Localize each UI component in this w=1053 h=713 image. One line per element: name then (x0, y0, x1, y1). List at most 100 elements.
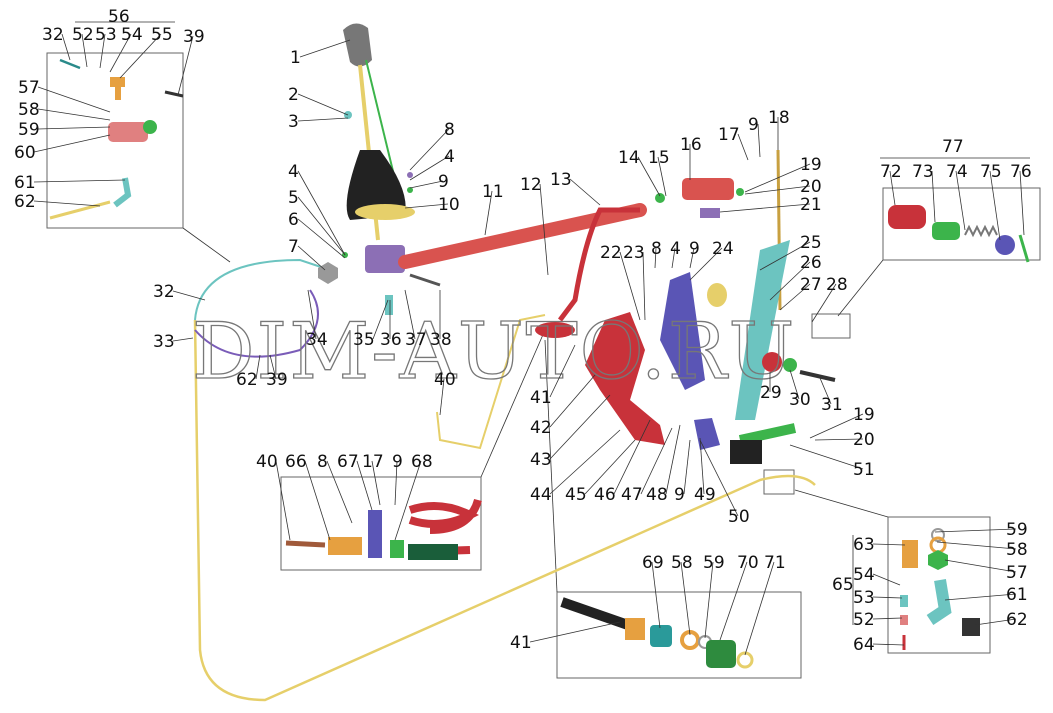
part-number-label: 64 (853, 635, 875, 655)
part-number-label: 14 (618, 148, 640, 168)
part-number-label: 9 (689, 239, 700, 259)
part-number-label: 32 (42, 25, 64, 45)
leader-line (33, 200, 101, 207)
part-number-label: 69 (642, 553, 664, 573)
cylinder-16 (682, 178, 734, 200)
leader-line (539, 183, 549, 276)
shift-rod-tube (398, 203, 647, 269)
leader-line (297, 170, 346, 256)
part-number-label: 66 (285, 452, 307, 472)
leader-line (33, 179, 126, 183)
leader-line (356, 460, 373, 511)
part-number-label: 59 (1006, 520, 1028, 540)
part-number-label: 71 (764, 553, 786, 573)
part-number-label: 57 (18, 78, 40, 98)
leader-line (719, 203, 811, 213)
rod-76 (1018, 234, 1030, 263)
fitting-66 (328, 537, 362, 555)
leader-line (719, 561, 748, 641)
detail-box-tee (887, 516, 991, 654)
leader-line (304, 460, 331, 541)
lever-25 (735, 240, 790, 420)
part-number-label: 7 (288, 237, 299, 257)
part-number-label: 23 (623, 243, 645, 263)
part-number-label: 33 (153, 332, 175, 352)
part-number-label: 11 (482, 182, 504, 202)
leader-line (297, 196, 346, 256)
leader-line (172, 290, 206, 301)
leader-line (699, 439, 739, 517)
part-number-label: 5 (288, 188, 299, 208)
leader-line (689, 247, 695, 269)
leader-line (989, 170, 1001, 241)
part-number-label: 76 (1010, 162, 1032, 182)
part-number-label: 19 (800, 155, 822, 175)
leader-line (872, 596, 903, 599)
part-number-label: 59 (18, 120, 40, 140)
part-number-label: 51 (853, 460, 875, 480)
hose-62-detail (49, 200, 111, 220)
part-number-label: 25 (800, 233, 822, 253)
leader-line (37, 126, 111, 130)
leader-line (744, 163, 811, 193)
leader-line (61, 33, 71, 61)
leader-line (779, 283, 811, 311)
leader-line (704, 561, 714, 639)
part-number-label: 61 (1006, 585, 1028, 605)
leader-line (549, 344, 576, 398)
clutch-pedal (585, 312, 665, 445)
bushing-29 (762, 352, 782, 372)
leader-line (759, 241, 811, 271)
leader-line (372, 299, 389, 340)
leader-line (172, 337, 194, 342)
part-number-label: 9 (748, 115, 759, 135)
part-number-label: 57 (1006, 563, 1028, 583)
gear-knob (343, 23, 372, 67)
leader-line (404, 289, 416, 340)
part-number-label: 53 (853, 588, 875, 608)
part-number-label: 19 (853, 405, 875, 425)
leader-line (371, 460, 381, 506)
valve-60 (108, 122, 148, 142)
leader-line (671, 247, 676, 269)
leader-line (809, 413, 864, 439)
part-number-label: 4 (444, 147, 455, 167)
part-number-label: 72 (880, 162, 902, 182)
part-number-label: 12 (520, 175, 542, 195)
leader-line (689, 247, 723, 281)
detail-connectors (75, 21, 1030, 625)
leader-line (1019, 170, 1025, 236)
tee-63 (902, 540, 918, 568)
bolt-31 (799, 370, 836, 382)
detail-box-hose-fitting (556, 591, 802, 679)
part-number-label: 52 (853, 610, 875, 630)
part-number-label: 52 (72, 25, 94, 45)
leader-line (33, 134, 111, 153)
part-number-label: 40 (434, 370, 456, 390)
part-number-label: 60 (14, 143, 36, 163)
part-number-label: 58 (1006, 540, 1028, 560)
leader-line (744, 185, 811, 195)
leader-line (872, 617, 903, 620)
part-number-label: 22 (600, 243, 622, 263)
leader-line (683, 439, 691, 495)
part-number-label: 70 (737, 553, 759, 573)
elbow-61-tee (926, 579, 952, 625)
part-number-label: 41 (530, 388, 552, 408)
cylinder-72 (888, 205, 926, 229)
part-number-label: 56 (108, 7, 130, 27)
leader-line (640, 427, 673, 495)
hose-41 (560, 597, 630, 630)
part-number-label: 53 (95, 25, 117, 45)
leader-line (811, 283, 837, 323)
part-number-label: 65 (832, 575, 854, 595)
nipple-69 (650, 625, 672, 647)
part-number-label: 62 (1006, 610, 1028, 630)
watermark: DIM-AUTO.RU (192, 307, 796, 397)
part-number-label: 36 (380, 330, 402, 350)
part-number-label: 74 (946, 162, 968, 182)
leader-line (119, 33, 162, 79)
bushing-51 (730, 440, 762, 464)
